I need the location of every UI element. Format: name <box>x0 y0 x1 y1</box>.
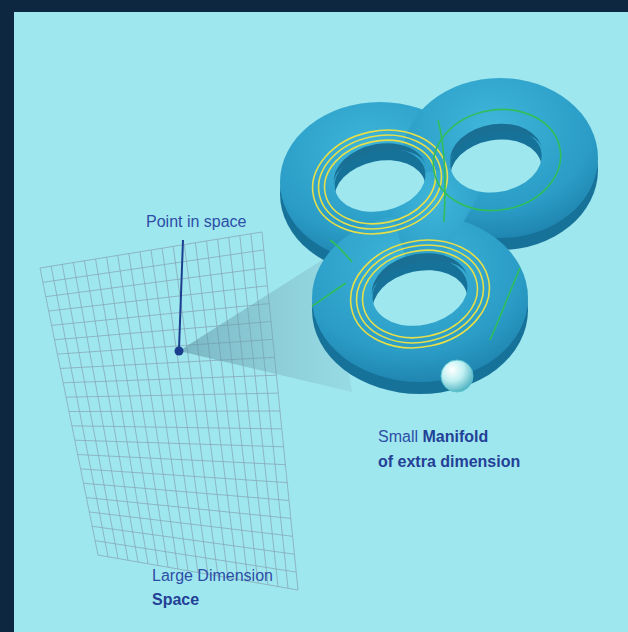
grid-line <box>240 236 278 587</box>
grid-line <box>92 526 294 554</box>
grid-line <box>89 512 292 536</box>
grid-line <box>98 555 298 590</box>
manifold-label: Manifold <box>423 427 489 447</box>
manifold-label: Small <box>378 427 418 447</box>
manifold-label: of extra dimension <box>378 452 520 472</box>
point-label: Point in space <box>146 212 247 232</box>
space-label: Space <box>152 590 199 610</box>
space-label: Large Dimension <box>152 566 273 586</box>
